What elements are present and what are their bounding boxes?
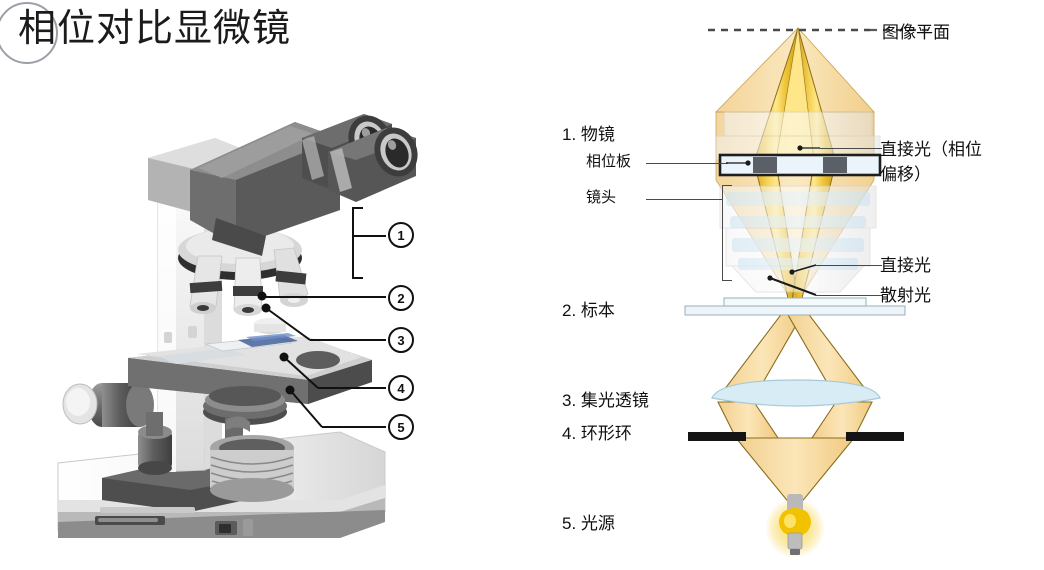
callout-1-bracket-top [352, 207, 363, 210]
callout-4[interactable]: 4 [388, 375, 414, 401]
direct-light-shifted-leader [820, 148, 882, 150]
lens-bracket-top [722, 185, 732, 187]
callout-1-bracket-bottom [352, 277, 363, 280]
phase-plate-leader [646, 163, 728, 165]
diagram-label-condenser: 3. 集光透镜 [562, 391, 649, 410]
title-decor-ring [0, 2, 58, 64]
page-title: 相位对比显微镜 [18, 8, 292, 50]
callout-1-leader [354, 235, 386, 237]
phase-plate-shape [718, 153, 882, 177]
lens-leader [646, 199, 723, 201]
callout-2[interactable]: 2 [388, 285, 414, 311]
direct-light-leader [816, 265, 882, 267]
lens-bracket-spine [722, 185, 724, 281]
diagram-label-phase-plate: 相位板 [586, 153, 632, 170]
diagram-label-lens: 镜头 [586, 189, 617, 206]
microscope-illustration [40, 60, 440, 560]
diagram-label-scattered-light: 散射光 [880, 286, 931, 305]
diagram-label-annular-ring: 4. 环形环 [562, 424, 632, 443]
diagram-label-light-source: 5. 光源 [562, 514, 615, 533]
scattered-light-leader [816, 295, 882, 297]
diagram-label-direct-light: 直接光 [880, 256, 931, 275]
callout-2-leader [262, 296, 386, 298]
optical-path-diagram [540, 0, 1044, 570]
callout-3[interactable]: 3 [388, 327, 414, 353]
diagram-label-direct-light-shifted: 直接光（相位 偏移） [880, 140, 982, 184]
callout-1-bracket-spine [352, 207, 355, 279]
diagram-label-objective: 1. 物镜 [562, 125, 615, 144]
callout-1[interactable]: 1 [388, 222, 414, 248]
callout-5[interactable]: 5 [388, 414, 414, 440]
lens-bracket-bottom [722, 280, 732, 282]
diagram-label-image-plane: 图像平面 [882, 23, 950, 42]
diagram-label-specimen: 2. 标本 [562, 301, 615, 320]
